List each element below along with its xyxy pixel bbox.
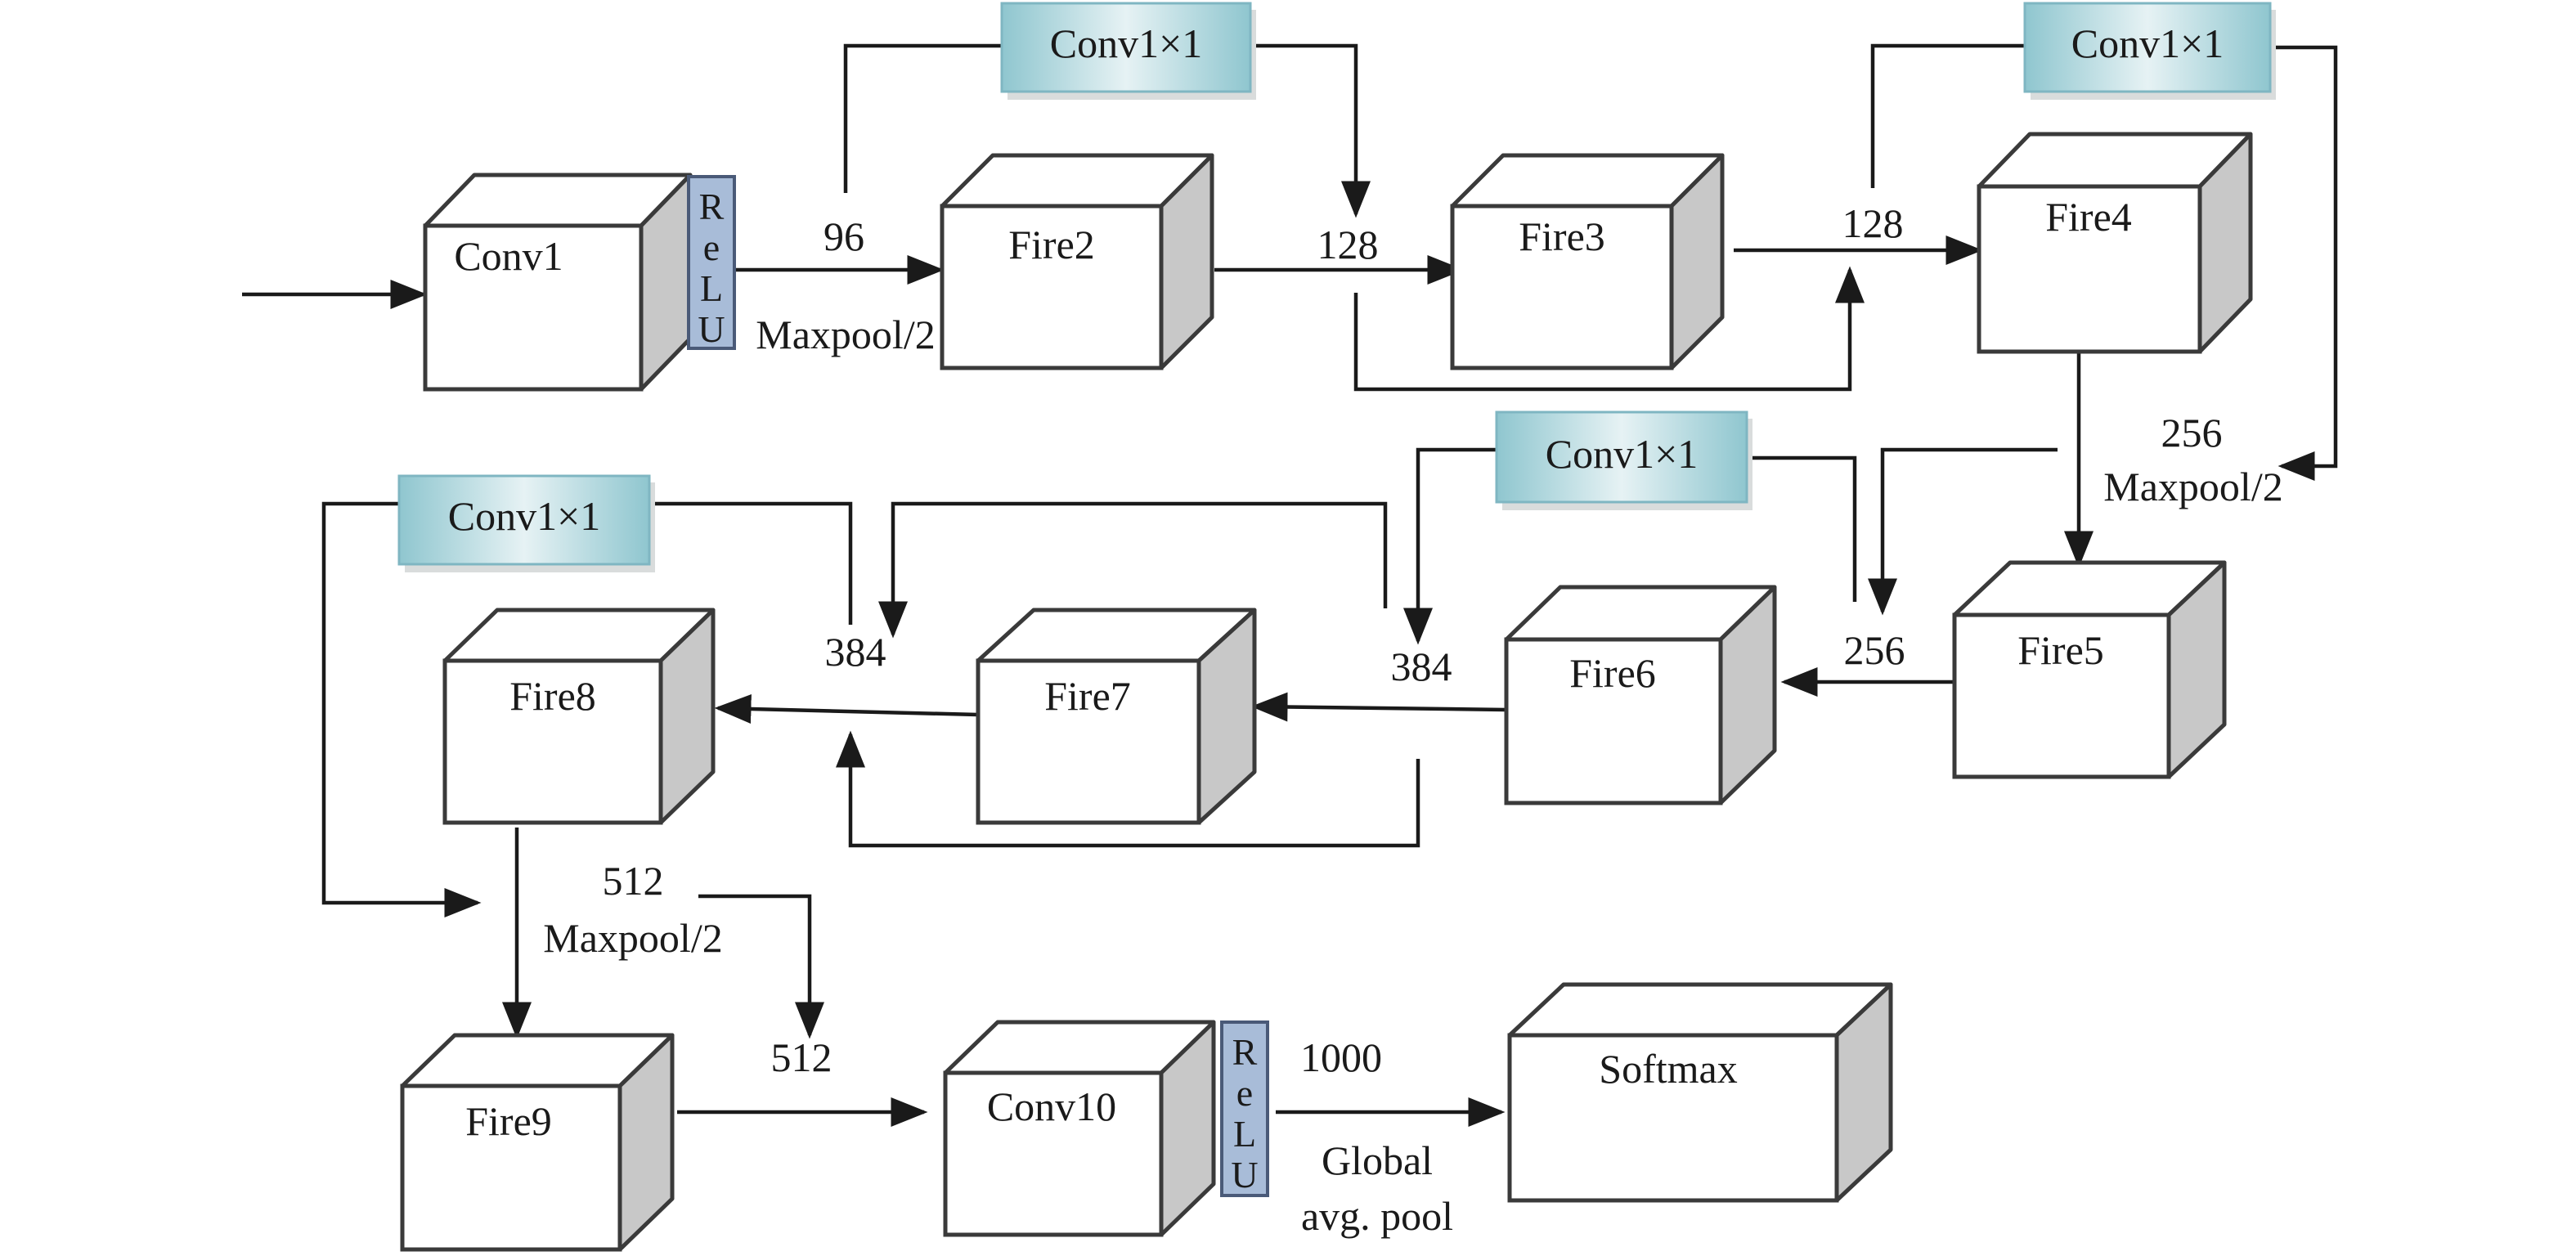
edge-bypass-fire7-lower bbox=[836, 730, 1420, 848]
block-softmax-top bbox=[1507, 982, 1893, 1038]
block-fire5-label: Fire5 bbox=[2017, 627, 2104, 673]
block-fire7-front bbox=[976, 658, 1201, 825]
connections bbox=[242, 43, 2338, 1127]
conv1x1-b-label: Conv1×1 bbox=[2071, 20, 2224, 66]
block-softmax: Softmax bbox=[1507, 982, 1893, 1203]
block-fire7: Fire7 bbox=[976, 608, 1257, 825]
relu-1: R e L U bbox=[687, 175, 736, 350]
conv1x1-a-box bbox=[1000, 2, 1252, 93]
conv1x1-c-box bbox=[1495, 410, 1748, 504]
label-maxpool-1: Maxpool/2 bbox=[756, 312, 935, 357]
block-fire2-label: Fire2 bbox=[1008, 222, 1095, 267]
annotations: 96 Maxpool/2 128 128 256 Maxpool/2 256 3… bbox=[543, 200, 2282, 1239]
conv1x1-a: Conv1×1 bbox=[1000, 2, 1256, 100]
relu-2-strip bbox=[1220, 1020, 1269, 1197]
edge-bypass-fire3 bbox=[1353, 266, 1865, 392]
conv1x1-b: Conv1×1 bbox=[2023, 2, 2276, 100]
block-fire7-label: Fire7 bbox=[1044, 673, 1131, 719]
edge-fire7-fire8 bbox=[714, 694, 979, 724]
edge-bypass-fire7-upper bbox=[878, 501, 1388, 639]
relu-1-letter-u: U bbox=[698, 308, 725, 350]
relu-strips: R e L U R e L U bbox=[687, 175, 1269, 1197]
block-conv1-front bbox=[423, 223, 644, 392]
edge-bypass-fire5 bbox=[1868, 447, 2058, 616]
block-fire3-label: Fire3 bbox=[1519, 213, 1605, 259]
block-fire4-label: Fire4 bbox=[2045, 194, 2132, 240]
block-fire4-front bbox=[1977, 184, 2202, 354]
block-fire3-front bbox=[1450, 204, 1674, 370]
conv1x1-d-label: Conv1×1 bbox=[448, 493, 601, 539]
relu-1-letter-e: e bbox=[703, 227, 720, 268]
conv1x1-b-box bbox=[2023, 2, 2272, 93]
block-softmax-label: Softmax bbox=[1599, 1046, 1737, 1092]
label-512-b: 512 bbox=[771, 1034, 832, 1080]
block-conv10-front bbox=[943, 1070, 1164, 1237]
block-fire5: Fire5 bbox=[1952, 560, 2227, 779]
block-conv10: Conv10 bbox=[943, 1020, 1216, 1237]
block-fire2-front bbox=[940, 204, 1164, 370]
relu-1-letter-l: L bbox=[700, 267, 723, 309]
block-fire6-front bbox=[1504, 637, 1723, 805]
label-384-a: 384 bbox=[1391, 644, 1452, 689]
relu-1-letter-r: R bbox=[699, 186, 725, 227]
relu-2-letter-e: e bbox=[1236, 1072, 1253, 1114]
block-conv1-label: Conv1 bbox=[454, 233, 563, 279]
conv1x1-d: Conv1×1 bbox=[397, 474, 655, 572]
edge-shortcut-d bbox=[321, 501, 853, 903]
block-fire2: Fire2 bbox=[940, 153, 1214, 370]
label-maxpool-3: Maxpool/2 bbox=[543, 915, 722, 961]
relu-2-letter-u: U bbox=[1231, 1154, 1258, 1195]
label-256-b: 256 bbox=[1844, 627, 1905, 673]
label-96: 96 bbox=[824, 213, 864, 259]
block-fire5-front bbox=[1952, 612, 2171, 779]
block-fire8-label: Fire8 bbox=[509, 673, 596, 719]
block-fire8-front bbox=[442, 658, 663, 825]
conv1x1-d-box bbox=[397, 474, 651, 566]
edge-fire6-fire7 bbox=[1250, 692, 1507, 722]
block-fire8: Fire8 bbox=[442, 608, 716, 825]
label-maxpool-2: Maxpool/2 bbox=[2103, 464, 2282, 509]
block-fire6-label: Fire6 bbox=[1569, 650, 1656, 696]
relu-2: R e L U bbox=[1220, 1020, 1269, 1197]
label-128-b: 128 bbox=[1842, 200, 1904, 246]
block-fire9: Fire9 bbox=[400, 1033, 675, 1252]
label-global-line1: Global bbox=[1322, 1137, 1433, 1183]
block-fire9-front bbox=[400, 1083, 622, 1252]
label-512-a: 512 bbox=[603, 858, 664, 904]
block-conv10-label: Conv10 bbox=[987, 1083, 1116, 1129]
edge-shortcut-a bbox=[843, 43, 1356, 214]
edge-shortcut-c bbox=[1418, 447, 1857, 641]
block-fire6: Fire6 bbox=[1504, 585, 1777, 805]
conv1x1-a-label: Conv1×1 bbox=[1050, 20, 1203, 66]
block-softmax-front bbox=[1507, 1033, 1839, 1203]
block-fire3: Fire3 bbox=[1450, 153, 1725, 370]
conv1x1-c: Conv1×1 bbox=[1495, 410, 1752, 510]
conv1x1-boxes: Conv1×1 Conv1×1 Conv1×1 Conv1×1 bbox=[397, 2, 2276, 572]
label-128-a: 128 bbox=[1317, 222, 1379, 267]
label-384-b: 384 bbox=[825, 629, 886, 675]
block-fire4: Fire4 bbox=[1977, 132, 2253, 354]
conv1x1-c-label: Conv1×1 bbox=[1546, 431, 1699, 477]
edge-bypass-fire8 bbox=[698, 894, 824, 1039]
label-global-line2: avg. pool bbox=[1301, 1193, 1453, 1239]
label-1000: 1000 bbox=[1300, 1034, 1382, 1080]
label-256-a: 256 bbox=[2161, 410, 2223, 455]
relu-2-letter-r: R bbox=[1232, 1031, 1258, 1073]
block-conv1: Conv1 bbox=[423, 173, 693, 392]
edge-shortcut-b bbox=[1870, 43, 2338, 466]
block-fire9-label: Fire9 bbox=[465, 1098, 552, 1144]
relu-1-strip bbox=[687, 175, 736, 350]
relu-2-letter-l: L bbox=[1233, 1113, 1256, 1155]
